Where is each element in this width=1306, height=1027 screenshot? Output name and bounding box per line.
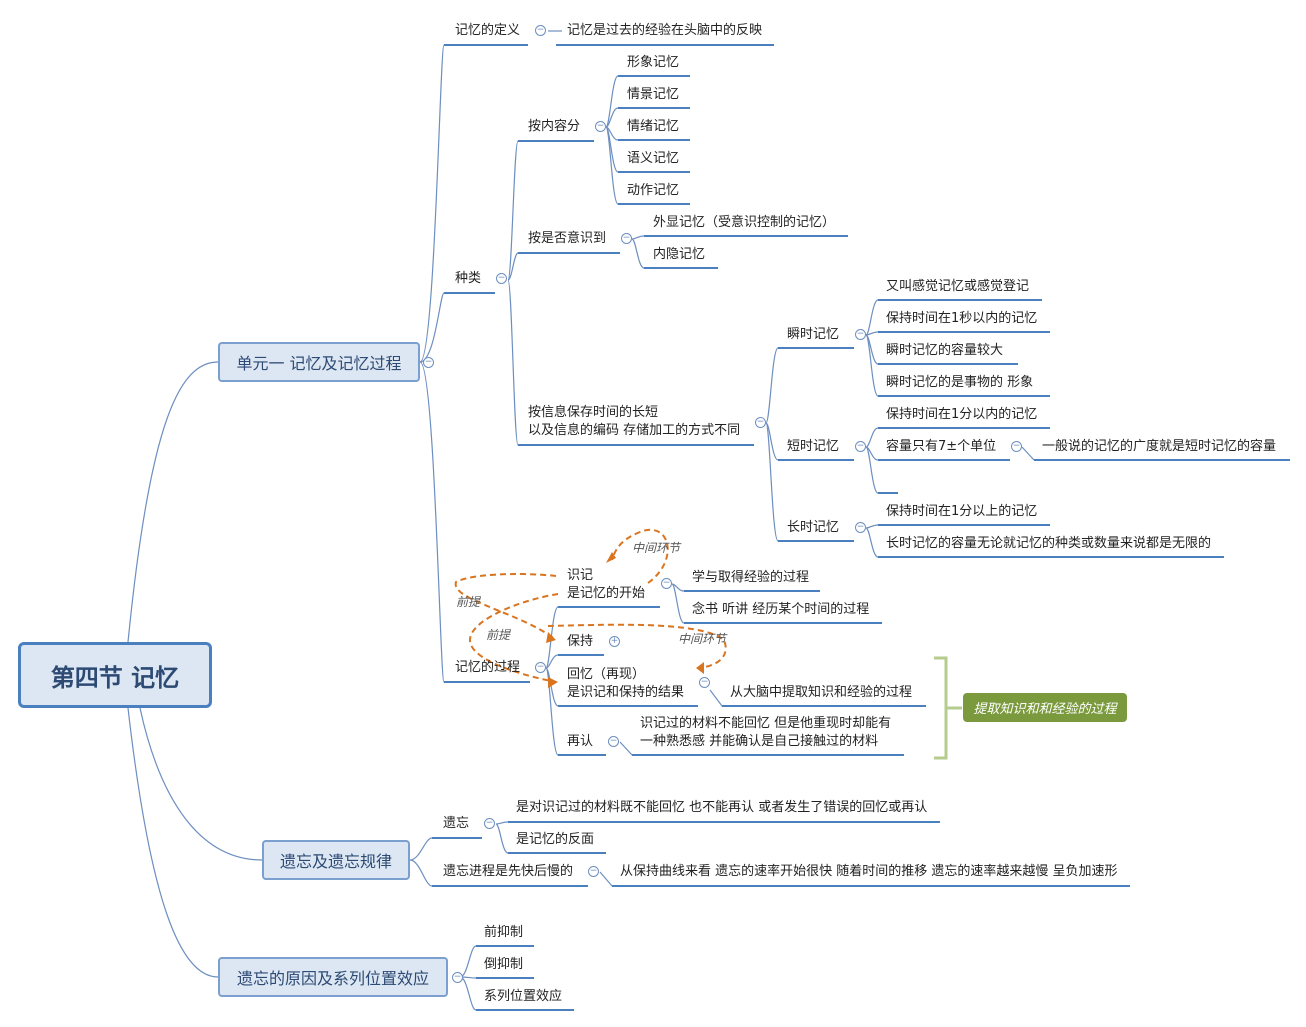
short-capacity-note[interactable]: 一般说的记忆的广度就是短时记忆的容量: [1042, 439, 1277, 454]
branch-forgetting[interactable]: 遗忘及遗忘规律: [262, 840, 410, 880]
collapse-icon[interactable]: −: [423, 357, 434, 368]
collapse-icon[interactable]: −: [699, 677, 710, 688]
collapse-icon[interactable]: −: [855, 522, 866, 533]
collapse-icon[interactable]: −: [588, 866, 599, 877]
recognition-node[interactable]: 再认: [567, 734, 594, 749]
branch-causes[interactable]: 遗忘的原因及系列位置效应: [218, 957, 448, 997]
annotation-label[interactable]: 前提: [486, 628, 511, 642]
content-item[interactable]: 动作记忆: [627, 183, 680, 198]
branch-unit1[interactable]: 单元一 记忆及记忆过程: [218, 342, 420, 382]
annotation-label[interactable]: 中间环节: [678, 632, 727, 646]
cause-item[interactable]: 系列位置效应: [484, 989, 563, 1004]
forgetting-item[interactable]: 是对识记过的材料既不能回忆 也不能再认 或者发生了错误的回忆或再认: [516, 800, 928, 815]
arrow-head: [606, 552, 616, 563]
short-memory-node[interactable]: 短时记忆: [787, 439, 840, 454]
encoding-item[interactable]: 念书 听讲 经历某个时间的过程: [692, 602, 870, 617]
recall-node-line2[interactable]: 是识记和保持的结果: [567, 685, 685, 700]
sensory-item[interactable]: 瞬时记忆的是事物的 形象: [886, 375, 1034, 390]
process-node[interactable]: 记忆的过程: [455, 660, 521, 675]
collapse-icon[interactable]: −: [496, 273, 507, 284]
by-time-node-line2[interactable]: 以及信息的编码 存储加工的方式不同: [528, 423, 741, 438]
collapse-icon[interactable]: −: [452, 972, 463, 983]
collapse-icon[interactable]: −: [1011, 441, 1022, 452]
long-item[interactable]: 保持时间在1分以上的记忆: [886, 504, 1038, 519]
encoding-node-line2[interactable]: 是记忆的开始: [567, 586, 646, 601]
content-item[interactable]: 语义记忆: [627, 151, 680, 166]
collapse-icon[interactable]: −: [621, 233, 632, 244]
short-item[interactable]: 容量只有7±个单位: [886, 439, 997, 454]
forgetting-progress-item[interactable]: 从保持曲线来看 遗忘的速率开始很快 随着时间的推移 遗忘的速率越来越慢 呈负加速…: [620, 864, 1118, 879]
root-node-title[interactable]: 第四节 记忆: [18, 642, 212, 708]
by-time-node-line1[interactable]: 按信息保存时间的长短: [528, 405, 659, 420]
recognition-item-line1[interactable]: 识记过的材料不能回忆 但是他重现时却能有: [640, 716, 892, 731]
recall-node-line1[interactable]: 回忆（再现）: [567, 667, 646, 682]
collapse-icon[interactable]: −: [484, 818, 495, 829]
recall-item[interactable]: 从大脑中提取知识和经验的过程: [730, 685, 913, 700]
sensory-item[interactable]: 瞬时记忆的容量较大: [886, 343, 1004, 358]
cause-item[interactable]: 倒抑制: [484, 957, 524, 972]
awareness-item[interactable]: 外显记忆（受意识控制的记忆）: [653, 215, 836, 230]
collapse-icon[interactable]: −: [595, 121, 606, 132]
collapse-icon[interactable]: −: [855, 329, 866, 340]
content-item[interactable]: 形象记忆: [627, 55, 680, 70]
collapse-icon[interactable]: −: [535, 25, 546, 36]
recognition-item-line2[interactable]: 一种熟悉感 并能确认是自己接触过的材料: [640, 734, 879, 749]
by-awareness-node[interactable]: 按是否意识到: [528, 231, 607, 246]
forgetting-def-node[interactable]: 遗忘: [443, 816, 470, 831]
content-item[interactable]: 情景记忆: [627, 87, 680, 102]
long-memory-node[interactable]: 长时记忆: [787, 520, 840, 535]
annotation-label[interactable]: 前提: [456, 595, 481, 609]
sensory-item[interactable]: 又叫感觉记忆或感觉登记: [886, 279, 1030, 294]
encoding-node-line1[interactable]: 识记: [567, 568, 594, 583]
forgetting-item[interactable]: 是记忆的反面: [516, 832, 595, 847]
sensory-item[interactable]: 保持时间在1秒以内的记忆: [886, 311, 1038, 326]
content-item[interactable]: 情绪记忆: [627, 119, 680, 134]
collapse-icon[interactable]: −: [608, 736, 619, 747]
collapse-icon[interactable]: −: [535, 662, 546, 673]
definition-text[interactable]: 记忆是过去的经验在头脑中的反映: [567, 23, 763, 38]
cause-item[interactable]: 前抑制: [484, 925, 524, 940]
encoding-item[interactable]: 学与取得经验的过程: [692, 570, 810, 585]
collapse-icon[interactable]: −: [755, 417, 766, 428]
sensory-memory-node[interactable]: 瞬时记忆: [787, 327, 840, 342]
short-item[interactable]: 保持时间在1分以内的记忆: [886, 407, 1038, 422]
by-content-node[interactable]: 按内容分: [528, 119, 581, 134]
expand-icon[interactable]: +: [609, 636, 620, 647]
collapse-icon[interactable]: −: [855, 441, 866, 452]
summary-label[interactable]: 提取知识和和经验的过程: [963, 693, 1127, 722]
retention-node[interactable]: 保持: [567, 634, 594, 649]
annotation-label[interactable]: 中间环节: [632, 541, 681, 555]
definition-node[interactable]: 记忆的定义: [455, 23, 521, 38]
collapse-icon[interactable]: −: [661, 578, 672, 589]
long-item[interactable]: 长时记忆的容量无论就记忆的种类或数量来说都是无限的: [886, 536, 1212, 551]
types-node[interactable]: 种类: [455, 271, 482, 286]
forgetting-progress-node[interactable]: 遗忘进程是先快后慢的: [443, 864, 574, 879]
awareness-item[interactable]: 内隐记忆: [653, 247, 706, 262]
